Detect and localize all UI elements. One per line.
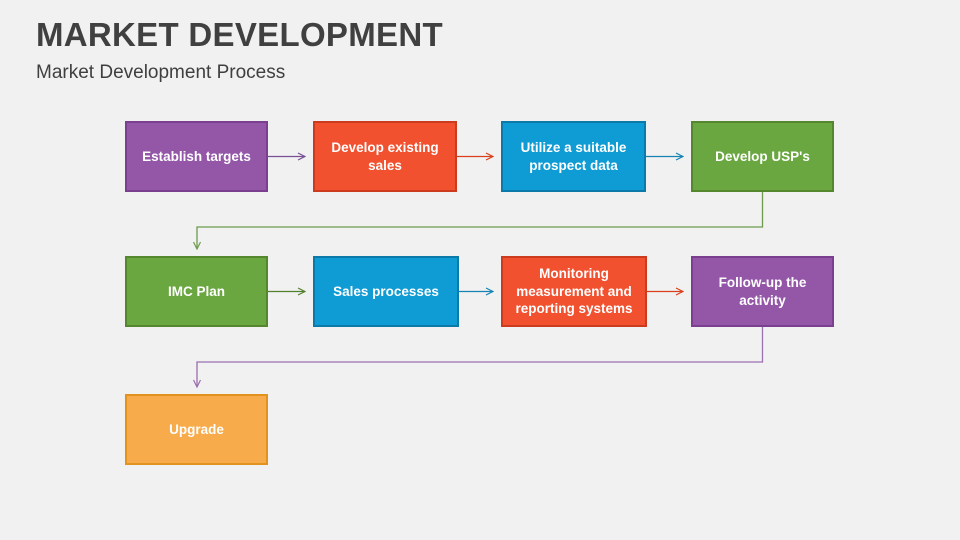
node-upgrade[interactable]: Upgrade — [125, 394, 268, 465]
node-sales-processes[interactable]: Sales processes — [313, 256, 459, 327]
conn-usps-to-imc — [197, 192, 764, 249]
node-utilize-prospect-data[interactable]: Utilize a suitable prospect data — [501, 121, 646, 192]
node-label: Monitoring measurement and reporting sys… — [515, 265, 633, 317]
node-label: Upgrade — [169, 421, 224, 437]
node-monitoring-measurement[interactable]: Monitoring measurement and reporting sys… — [501, 256, 647, 327]
node-label: Develop USP's — [715, 148, 810, 164]
node-label: Develop existing sales — [331, 139, 439, 173]
conn-followup-to-upgrade — [197, 327, 764, 387]
page-subtitle: Market Development Process — [36, 62, 286, 83]
node-label: Follow-up the activity — [718, 274, 807, 308]
node-label: Sales processes — [333, 283, 439, 299]
node-label: IMC Plan — [167, 283, 225, 299]
node-label: Establish targets — [142, 148, 251, 164]
node-develop-existing-sales[interactable]: Develop existing sales — [313, 121, 457, 192]
node-label: Utilize a suitable prospect data — [520, 139, 627, 173]
page-title: MARKET DEVELOPMENT — [36, 16, 443, 53]
node-imc-plan[interactable]: IMC Plan — [125, 256, 268, 327]
node-develop-usps[interactable]: Develop USP's — [691, 121, 834, 192]
node-follow-up-activity[interactable]: Follow-up the activity — [691, 256, 834, 327]
node-establish-targets[interactable]: Establish targets — [125, 121, 268, 192]
